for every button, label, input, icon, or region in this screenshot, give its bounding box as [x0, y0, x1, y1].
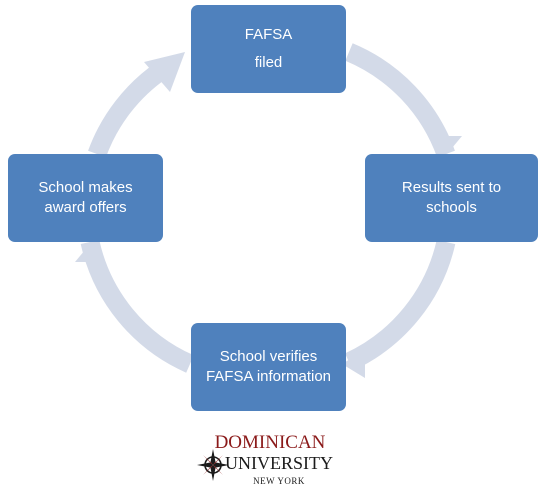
logo-wordmark-new-york: NEW YORK — [253, 476, 305, 486]
node-award-offers-line1: School makes — [38, 179, 133, 196]
cycle-arrowhead-top-right — [432, 136, 462, 154]
node-award-offers: School makes award offers — [8, 154, 163, 242]
node-school-verifies: School verifies FAFSA information — [191, 323, 346, 411]
logo-wordmark-university: UNIVERSITY — [225, 453, 333, 473]
node-results-sent-line1: Results sent to — [401, 179, 502, 196]
node-fafsa-filed-line1: FAFSA — [244, 26, 293, 43]
cycle-arc-bottom-left — [80, 239, 194, 373]
cycle-arrowhead-bottom-right — [342, 350, 365, 378]
node-results-sent-line2: schools — [426, 199, 477, 216]
node-fafsa-filed-line2: filed — [254, 54, 283, 71]
logo-wordmark-dominican: DOMINICAN — [214, 432, 326, 453]
compass-cross-icon — [197, 449, 229, 481]
dominican-university-logo: DOMINICAN UNIVERSITY NEW YORK — [190, 432, 340, 496]
node-award-offers-line2: award offers — [44, 199, 127, 216]
cycle-arrowhead-top-left — [144, 52, 185, 92]
node-results-sent: Results sent to schools — [365, 154, 538, 242]
node-fafsa-filed: FAFSA filed — [191, 5, 346, 93]
cycle-arc-bottom-right — [344, 239, 456, 371]
node-school-verifies-line2: FAFSA information — [205, 368, 332, 385]
cycle-arrowhead-bottom-left — [75, 244, 105, 262]
cycle-arc-top-right — [345, 43, 455, 158]
cycle-arc-top-left — [88, 62, 168, 158]
node-school-verifies-line1: School verifies — [219, 348, 318, 365]
